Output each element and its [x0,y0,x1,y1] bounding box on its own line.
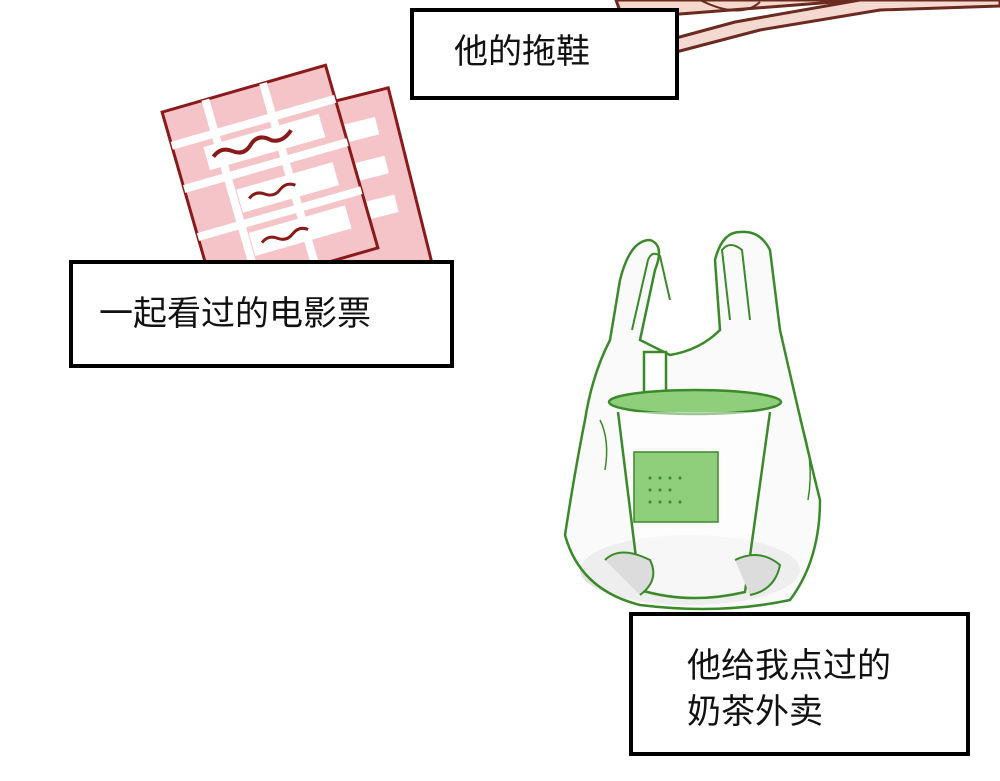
milk-tea-takeout-bag-illustration [563,230,822,611]
caption-milk-tea: 他给我点过的 奶茶外卖 [629,612,970,756]
caption-movie-tickets-text: 一起看过的电影票 [99,294,371,334]
caption-milk-tea-line-1: 他给我点过的 [687,646,891,686]
caption-slippers: 他的拖鞋 [410,8,679,100]
movie-tickets-illustration [160,63,434,297]
caption-movie-tickets: 一起看过的电影票 [69,260,454,368]
caption-milk-tea-line-2: 奶茶外卖 [687,691,823,732]
caption-slippers-text: 他的拖鞋 [454,32,590,72]
